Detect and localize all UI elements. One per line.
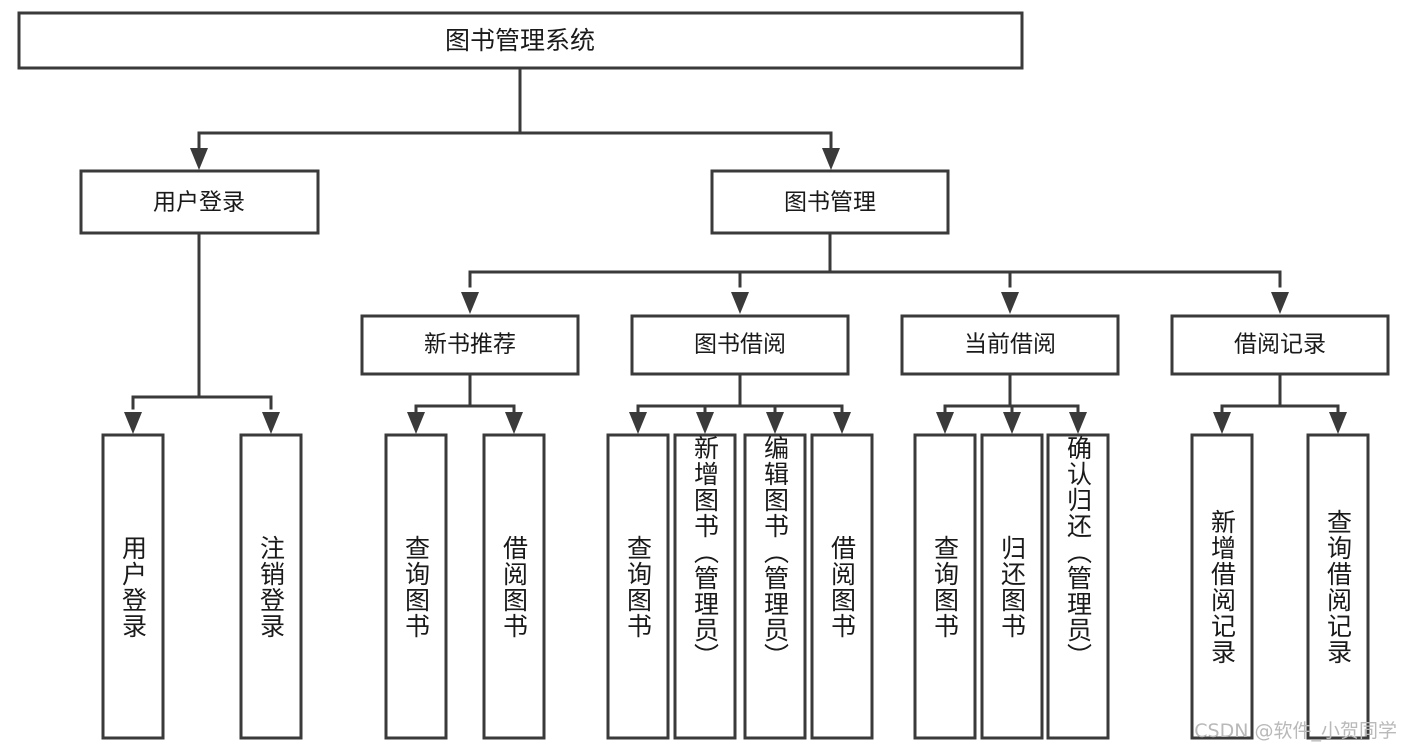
arrow-icon	[190, 148, 208, 170]
arrow-icon	[1213, 412, 1231, 434]
leaf-box-add-borrow-record[interactable]	[1190, 433, 1254, 740]
arrow-icon	[1271, 292, 1289, 314]
node-root[interactable]: 图书管理系统	[17, 11, 1024, 70]
node-borrow-record-label: 借阅记录	[1234, 332, 1326, 358]
arrow-icon	[696, 412, 714, 434]
arrow-icon	[262, 412, 280, 434]
leaf-box-user-login[interactable]	[101, 433, 165, 740]
arrow-icon	[1003, 412, 1021, 434]
leaf-box-query-book-borrow[interactable]	[606, 433, 670, 740]
node-root-box[interactable]	[17, 11, 1024, 70]
node-user-login-label: 用户登录	[153, 190, 245, 216]
connector-borrow-record-to-leaves	[1213, 372, 1347, 434]
connector-book-management-to-level3	[461, 231, 1289, 314]
arrow-icon	[629, 412, 647, 434]
leaf-box-query-borrow-record[interactable]	[1306, 433, 1370, 740]
node-book-management-label: 图书管理	[784, 190, 876, 216]
arrow-icon	[1001, 292, 1019, 314]
arrow-icon	[124, 412, 142, 434]
leaf-box-edit-book-admin[interactable]	[743, 433, 807, 740]
arrow-icon	[833, 412, 851, 434]
node-new-book-recommend[interactable]: 新书推荐	[360, 314, 580, 376]
node-user-login-box[interactable]	[79, 169, 320, 235]
arrow-icon	[1069, 412, 1087, 434]
arrow-icon	[461, 292, 479, 314]
leaf-box-borrow-book[interactable]	[810, 433, 874, 740]
arrow-icon	[936, 412, 954, 434]
arrow-icon	[407, 412, 425, 434]
arrow-icon	[731, 292, 749, 314]
node-root-label: 图书管理系统	[445, 26, 595, 55]
node-new-book-recommend-label: 新书推荐	[424, 332, 516, 358]
connector-root-to-level2	[190, 66, 840, 170]
leaf-box-borrow-book-rec[interactable]	[482, 433, 546, 740]
arrow-icon	[505, 412, 523, 434]
node-new-book-recommend-box[interactable]	[360, 314, 580, 376]
node-current-borrow[interactable]: 当前借阅	[900, 314, 1120, 376]
leaf-box-query-book-current[interactable]	[913, 433, 977, 740]
connector-book-borrow-to-leaves	[629, 372, 851, 434]
leaf-box-logout-login[interactable]	[239, 433, 303, 740]
node-book-management[interactable]: 图书管理	[710, 169, 950, 235]
connector-current-borrow-to-leaves	[936, 372, 1087, 434]
leaf-box-add-book-admin[interactable]	[673, 433, 737, 740]
node-borrow-record[interactable]: 借阅记录	[1170, 314, 1390, 376]
arrow-icon	[766, 412, 784, 434]
arrow-icon	[1329, 412, 1347, 434]
arrow-icon	[822, 148, 840, 170]
leaf-box-return-book[interactable]	[980, 433, 1044, 740]
node-user-login[interactable]: 用户登录	[79, 169, 320, 235]
leaf-box-confirm-return-admin[interactable]	[1046, 433, 1110, 740]
node-book-borrow[interactable]: 图书借阅	[630, 314, 850, 376]
connector-user-login-to-leaves	[124, 231, 280, 434]
node-book-borrow-label: 图书借阅	[694, 332, 786, 358]
leaf-box-query-book-rec[interactable]	[384, 433, 448, 740]
node-current-borrow-box[interactable]	[900, 314, 1120, 376]
connector-new-book-recommend-to-leaves	[407, 372, 523, 434]
node-current-borrow-label: 当前借阅	[964, 332, 1056, 358]
